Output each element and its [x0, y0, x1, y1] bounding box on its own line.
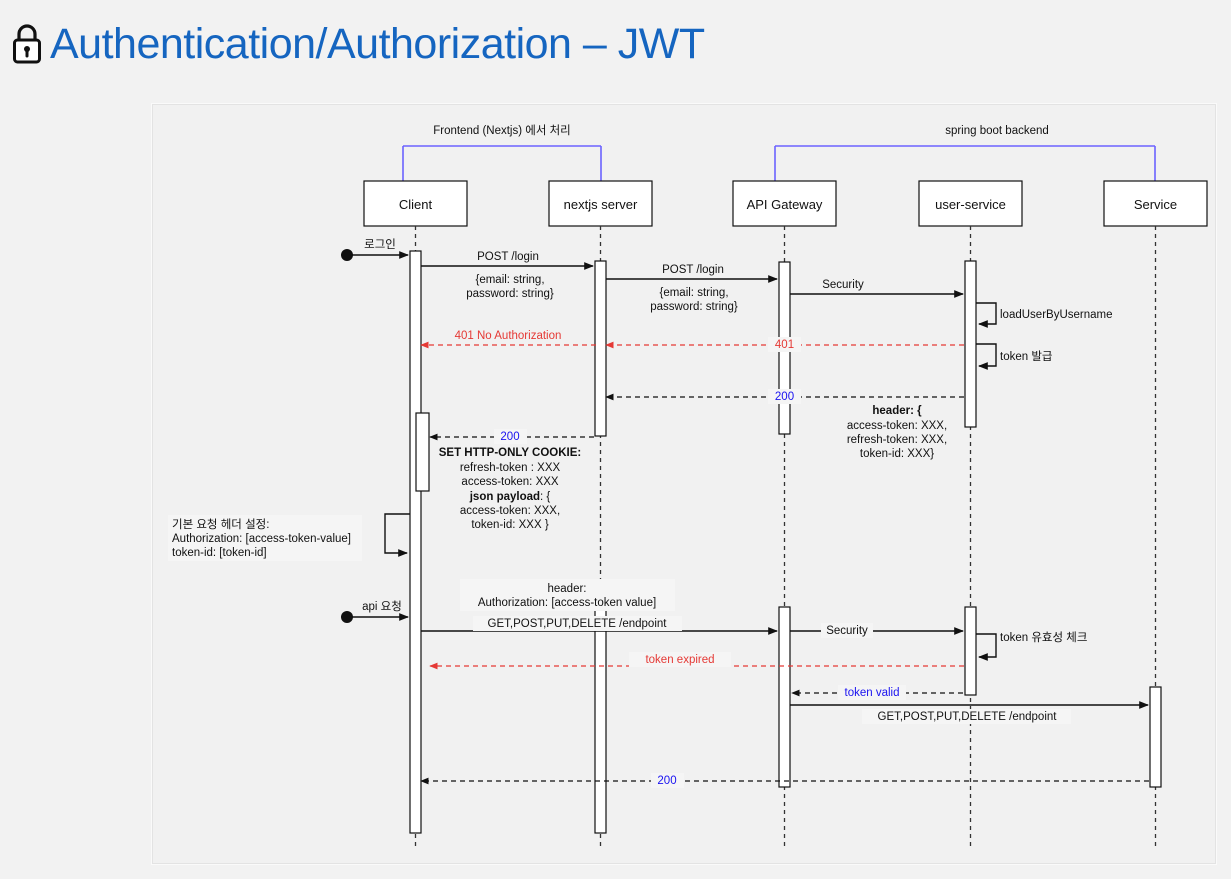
message-label-security-1: Security	[822, 279, 864, 291]
message-security-2: Security	[790, 623, 964, 638]
message-label-api-request: api 요청	[362, 600, 402, 613]
message-label-401: 401	[775, 339, 794, 351]
note-api-header-line-2: Authorization: [access-token value]	[478, 597, 656, 609]
message-label-token-valid: token valid	[845, 687, 900, 699]
participant-service[interactable]: Service	[1103, 180, 1208, 227]
message-label-post-login-gateway-body2: password: string}	[650, 301, 738, 313]
message-label-token-validity-check: token 유효성 체크	[1000, 631, 1087, 644]
message-login: 로그인	[352, 238, 409, 259]
message-label-post-login-gateway-body1: {email: string,	[659, 287, 728, 299]
note-api-header-line-1: header:	[547, 583, 586, 595]
group-frontend: Frontend (Nextjs) 에서 처리	[402, 124, 602, 182]
participant-nextjs-server[interactable]: nextjs server	[548, 180, 653, 227]
svg-text:json payload: {: json payload: {	[469, 491, 551, 503]
note-header-block-line-1: access-token: XXX,	[847, 420, 947, 432]
activation-userservice-2	[964, 606, 977, 696]
group-backend: spring boot backend	[774, 125, 1156, 182]
message-endpoint-request-service: GET,POST,PUT,DELETE /endpoint	[790, 701, 1149, 724]
message-post-login-client: POST /login {email: string, password: st…	[421, 251, 594, 300]
actor-start-dot-login	[341, 249, 353, 261]
note-cookie-payload-line-2: token-id: XXX }	[471, 519, 549, 531]
group-label-backend: spring boot backend	[945, 125, 1049, 137]
activation-userservice-1	[964, 260, 977, 428]
note-cookie-payload-line-1: access-token: XXX,	[460, 505, 560, 517]
message-200-service: 200	[420, 773, 1149, 788]
message-token-valid: token valid	[791, 685, 963, 700]
message-label-200-nextjs: 200	[500, 431, 519, 443]
message-label-post-login-client-body2: password: string}	[466, 288, 554, 300]
note-cookie-block: SET HTTP-ONLY COOKIE: refresh-token : XX…	[439, 447, 582, 531]
message-label-endpoint-request-gateway: GET,POST,PUT,DELETE /endpoint	[488, 618, 668, 630]
participant-label-user-service: user-service	[935, 197, 1006, 212]
note-cookie-payload-title: json payload	[469, 491, 540, 503]
message-client-header-setup	[384, 513, 410, 557]
participant-label-service: Service	[1134, 197, 1177, 212]
activation-gateway-2	[778, 606, 791, 788]
message-label-200-userservice: 200	[775, 391, 794, 403]
activation-service-1	[1149, 686, 1162, 788]
group-label-frontend: Frontend (Nextjs) 에서 처리	[433, 124, 571, 137]
message-label-security-2: Security	[826, 625, 868, 637]
note-cookie-block-line-1: refresh-token : XXX	[460, 462, 561, 474]
page-title: Authentication/Authorization – JWT	[10, 8, 705, 80]
note-api-header: header: Authorization: [access-token val…	[460, 579, 675, 611]
message-label-200-service: 200	[657, 775, 676, 787]
message-200-userservice: 200	[605, 389, 964, 404]
note-header-block-line-3: token-id: XXX}	[860, 448, 934, 460]
message-api-request: api 요청	[352, 600, 409, 621]
message-label-post-login-client-body1: {email: string,	[475, 274, 544, 286]
participant-client[interactable]: Client	[363, 180, 468, 227]
message-label-token-expired: token expired	[645, 654, 714, 666]
note-cookie-block-line-2: access-token: XXX	[461, 476, 558, 488]
message-load-user-by-username: loadUserByUsername	[976, 302, 1113, 328]
activation-client-main	[409, 250, 422, 834]
note-client-header: 기본 요청 헤더 설정: Authorization: [access-toke…	[168, 515, 362, 561]
participant-user-service[interactable]: user-service	[918, 180, 1023, 227]
message-label-login: 로그인	[364, 238, 396, 251]
lock-icon	[13, 24, 41, 64]
activation-nextjs-2	[594, 606, 607, 834]
note-header-block-title: header: {	[872, 405, 922, 417]
message-security-1: Security	[790, 279, 964, 298]
note-header-block-line-2: refresh-token: XXX,	[847, 434, 947, 446]
participant-label-api-gateway: API Gateway	[747, 197, 823, 212]
message-401-no-authorization: 401 No Authorization	[420, 330, 596, 349]
note-header-block: header: { access-token: XXX, refresh-tok…	[847, 405, 947, 460]
message-label-endpoint-request-service: GET,POST,PUT,DELETE /endpoint	[878, 711, 1058, 723]
actor-start-dot-api	[341, 611, 353, 623]
message-token-expired: token expired	[429, 652, 964, 670]
message-200-nextjs: 200	[429, 429, 594, 444]
message-label-post-login-gateway: POST /login	[662, 264, 724, 276]
note-cookie-block-title: SET HTTP-ONLY COOKIE:	[439, 447, 582, 459]
message-401: 401	[605, 337, 964, 352]
message-endpoint-request-gateway: GET,POST,PUT,DELETE /endpoint	[421, 616, 778, 635]
participant-label-client: Client	[399, 197, 433, 212]
message-token-validity-check: token 유효성 체크	[976, 631, 1087, 661]
activation-client-nested	[415, 412, 430, 492]
activation-nextjs-1	[594, 260, 607, 437]
note-cookie-payload-suffix: : {	[540, 491, 550, 503]
diagram-frame	[152, 104, 1216, 864]
message-label-load-user-by-username: loadUserByUsername	[1000, 309, 1113, 321]
message-label-token-issue: token 발급	[1000, 350, 1053, 363]
page-title-text: Authentication/Authorization – JWT	[50, 19, 705, 68]
message-post-login-gateway: POST /login {email: string, password: st…	[606, 264, 778, 313]
note-client-header-line-1: 기본 요청 헤더 설정:	[172, 518, 269, 531]
message-token-issue: token 발급	[976, 343, 1053, 370]
participant-api-gateway[interactable]: API Gateway	[732, 180, 837, 227]
note-client-header-line-3: token-id: [token-id]	[172, 547, 267, 559]
note-client-header-line-2: Authorization: [access-token-value]	[172, 533, 351, 545]
message-label-post-login-client: POST /login	[477, 251, 539, 263]
message-label-401-no-authorization: 401 No Authorization	[455, 330, 562, 342]
participant-label-nextjs-server: nextjs server	[564, 197, 638, 212]
